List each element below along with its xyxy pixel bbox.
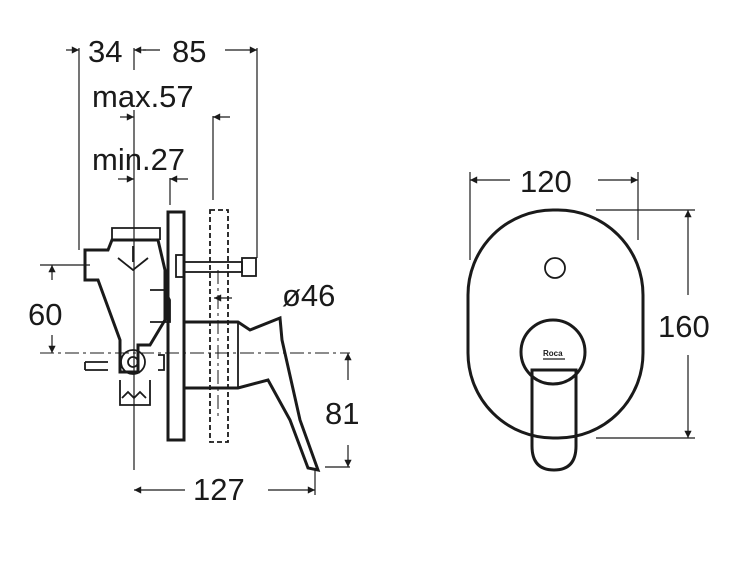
- valve-inlet-left: [84, 361, 108, 371]
- dim-60-label: 60: [28, 297, 62, 332]
- front-oval-plate: [466, 208, 645, 440]
- extension-rod-cap: [241, 257, 257, 277]
- front-lever: [530, 368, 578, 472]
- wall-plate: [166, 210, 186, 442]
- valve-inlet-right: [158, 354, 165, 371]
- valve-inlet-circle: [120, 349, 146, 375]
- valve-bottom-outlet: [119, 380, 151, 406]
- diverter-hole: [544, 257, 566, 279]
- front-view: 120 160 Roca: [466, 164, 710, 472]
- shower-symbol: [117, 257, 149, 272]
- handle-lever: [182, 315, 321, 472]
- valve-side-outlet: [150, 289, 171, 323]
- dim-min-label: min.27: [92, 142, 185, 177]
- dim-160-label: 160: [658, 309, 710, 344]
- bath-symbol: [121, 390, 147, 400]
- dim-85-label: 85: [172, 34, 206, 69]
- dim-diameter-label: ø46: [282, 278, 335, 313]
- valve-body: [83, 238, 167, 374]
- valve-top-outlet: [111, 227, 161, 240]
- dim-81-label: 81: [325, 396, 359, 431]
- dim-120-label: 120: [520, 164, 572, 199]
- handle-base-ring: [519, 318, 587, 386]
- extension-rod: [183, 261, 243, 273]
- wall-section-dashed: [209, 209, 229, 443]
- side-view: 34 85 max.57 min.27 60 81 127 ø46: [28, 34, 359, 507]
- dim-34-label: 34: [88, 34, 122, 69]
- dim-max-label: max.57: [92, 79, 194, 114]
- valve-inlet-core: [127, 356, 139, 368]
- brand-logo: Roca: [543, 349, 563, 358]
- dim-127-label: 127: [193, 472, 245, 507]
